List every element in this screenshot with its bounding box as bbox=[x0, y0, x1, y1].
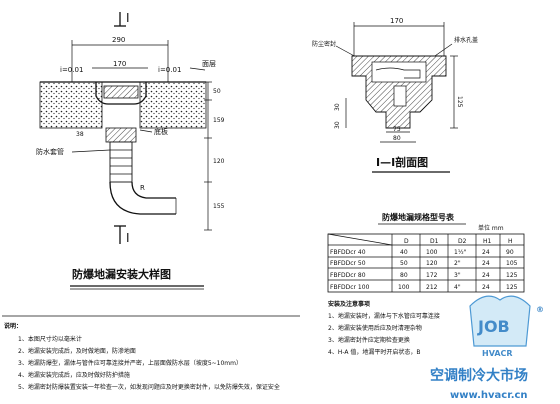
right-detail: 170 防尘密封 排水孔盖 125 30 30 75 80 I—I剖面图 bbox=[312, 17, 478, 173]
slope-left: i=0.01 bbox=[60, 66, 83, 74]
section-marker-bottom: I bbox=[126, 231, 130, 245]
dim-125: 125 bbox=[456, 96, 463, 108]
dim-170-right: 170 bbox=[390, 17, 403, 25]
table-cell: 3" bbox=[454, 272, 461, 279]
table-cell: 100 bbox=[398, 284, 410, 291]
note-4: 4、地漏安装完成后，应及时做好防护措施 bbox=[18, 371, 130, 379]
table-cell: 50 bbox=[400, 260, 408, 267]
site-url: www.hvacr.cn bbox=[450, 390, 528, 401]
table-row-3-model: FBFDDcr 80 bbox=[330, 272, 366, 279]
dim-v3: 120 bbox=[213, 158, 225, 165]
table-cell: 212 bbox=[426, 284, 438, 291]
dim-75: 75 bbox=[393, 126, 401, 133]
table-cell: 40 bbox=[400, 249, 408, 256]
table-cell: 90 bbox=[506, 249, 514, 256]
notes-heading: 说明： bbox=[4, 322, 22, 330]
dim-v4: 155 bbox=[213, 203, 225, 210]
table-row-1-model: FBFDDcr 40 bbox=[330, 249, 366, 256]
reg-mark: ® bbox=[536, 305, 544, 314]
dim-v1: 50 bbox=[213, 88, 221, 95]
table-cell: 4" bbox=[454, 284, 461, 291]
table-cell: 172 bbox=[426, 272, 438, 279]
slope-right: i=0.01 bbox=[158, 66, 181, 74]
dim-290: 290 bbox=[112, 36, 125, 44]
table-cell: 2" bbox=[454, 260, 461, 267]
table-row-2-model: FBFDDcr 50 bbox=[330, 260, 366, 267]
dim-h-small2: 30 bbox=[334, 121, 341, 129]
dim-h1: 38 bbox=[76, 131, 84, 138]
table-cell: 100 bbox=[426, 249, 438, 256]
left-detail: I 290 170 i=0.01 i=0.01 面层 底板 bbox=[36, 11, 225, 290]
note-1: 1、本图尺寸均以毫米计 bbox=[18, 335, 82, 343]
callout-left: 防尘密封 bbox=[312, 40, 336, 48]
table-cell: 125 bbox=[506, 284, 518, 291]
left-title: 防爆地漏安装大样图 bbox=[72, 267, 171, 281]
table-cell: 24 bbox=[482, 249, 490, 256]
table-cell: 24 bbox=[482, 272, 490, 279]
th-D: D bbox=[404, 238, 409, 245]
table-cell: 105 bbox=[506, 260, 518, 267]
table-title: 防爆地漏规格型号表 bbox=[382, 212, 455, 222]
table-cell: 24 bbox=[482, 260, 490, 267]
install-note-1: 1、地漏安装时，漏体与下水管应可靠连接 bbox=[328, 312, 440, 320]
note-2: 2、地漏安装完成后，及时做地面，防渗地面 bbox=[18, 347, 136, 355]
site-name: 空调制冷大市场 bbox=[430, 367, 528, 384]
table-row-4-model: FBFDDcr 100 bbox=[330, 284, 370, 291]
general-notes: 说明： 1、本图尺寸均以毫米计 2、地漏安装完成后，及时做地面，防渗地面 3、地… bbox=[4, 322, 280, 391]
install-note-4: 4、H-A 值，地漏平时开启状态，B bbox=[328, 348, 421, 356]
section-marker-top: I bbox=[126, 11, 130, 25]
spec-table: 防爆地漏规格型号表 单位 mm D D1 D2 H1 H FBFDDcr 40 … bbox=[327, 212, 525, 293]
install-notes-heading: 安装及注意事项 bbox=[328, 300, 370, 308]
logo-letters: JOB bbox=[477, 317, 510, 336]
table-cell: 80 bbox=[400, 272, 408, 279]
table-cell: 120 bbox=[426, 260, 438, 267]
table-unit: 单位 mm bbox=[478, 224, 504, 232]
section-title: I—I剖面图 bbox=[376, 155, 428, 169]
watermark: JOB ® HVACR 空调制冷大市场 www.hvacr.cn bbox=[430, 295, 544, 401]
table-cell: 125 bbox=[506, 272, 518, 279]
hvacr-logo-icon bbox=[469, 295, 531, 347]
brand-mark: HVACR bbox=[482, 349, 513, 358]
th-H: H bbox=[508, 238, 513, 245]
install-notes: 安装及注意事项 1、地漏安装时，漏体与下水管应可靠连接 2、地漏安装使用后应及时… bbox=[328, 300, 440, 356]
dim-80: 80 bbox=[393, 135, 401, 142]
install-note-2: 2、地漏安装使用后应及时清理杂物 bbox=[328, 324, 422, 332]
install-note-3: 3、地漏密封件应定期检查更换 bbox=[328, 336, 410, 344]
dim-v2: 159 bbox=[213, 117, 225, 124]
label-sleeve: 防水套管 bbox=[36, 147, 64, 156]
callout-right: 排水孔盖 bbox=[454, 36, 478, 44]
th-H1: H1 bbox=[483, 238, 492, 245]
note-3: 3、地漏防爆型，漏体与管件应可靠连接并严密，上层面做防水层（坡度5~10mm） bbox=[18, 359, 242, 367]
label-floor: 底板 bbox=[154, 127, 168, 136]
table-cell: 24 bbox=[482, 284, 490, 291]
label-surface: 面层 bbox=[202, 60, 216, 68]
dim-h-small: 30 bbox=[334, 103, 341, 111]
table-cell: 1½" bbox=[454, 249, 467, 256]
note-5: 5、地漏密封防爆装置安装一年检查一次，如发现问题应及时更换密封件，以免防爆失效，… bbox=[18, 383, 280, 391]
th-D1: D1 bbox=[430, 238, 439, 245]
dim-170-left: 170 bbox=[113, 60, 126, 68]
th-D2: D2 bbox=[458, 238, 467, 245]
dim-R: R bbox=[140, 184, 145, 192]
